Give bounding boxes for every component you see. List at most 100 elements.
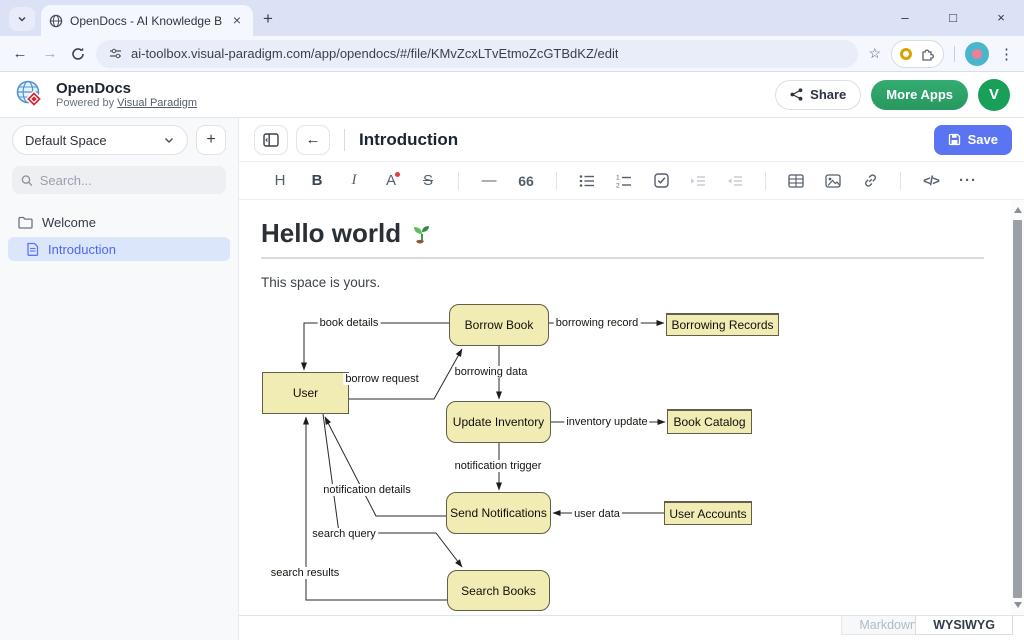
share-button[interactable]: Share [775,79,862,110]
diagram-node-update-inventory[interactable]: Update Inventory [446,401,551,443]
user-avatar[interactable]: V [978,78,1010,111]
space-selector[interactable]: Default Space [12,125,188,155]
powered-by-text: Powered by [56,96,115,109]
dataflow-diagram[interactable]: Borrow Book Borrowing Records User Updat… [261,296,791,615]
close-icon[interactable]: × [997,9,1005,25]
tree-item-introduction[interactable]: Introduction [8,237,230,261]
diagram-node-user[interactable]: User [262,372,349,414]
tree-item-label: Welcome [42,214,96,230]
editor-content[interactable]: Hello world This space is yours. [239,200,1024,615]
bookmark-star-icon[interactable]: ☆ [868,45,881,61]
sidebar-search[interactable] [12,166,226,194]
extension-ring-icon[interactable] [900,47,912,60]
edge-label-search-results: search results [268,567,342,579]
color-dot [395,171,400,177]
edge-notification-details [324,416,446,517]
indent-button[interactable] [687,170,709,192]
divider [556,171,557,190]
strikethrough-button[interactable]: S [422,172,433,189]
new-tab-button[interactable]: + [263,9,273,28]
horizontal-rule-button[interactable]: — [481,172,497,189]
edge-label-notification-details: notification details [321,484,413,496]
markdown-mode-button[interactable]: Markdown [841,616,935,635]
table-button[interactable] [785,170,807,192]
scroll-up-icon[interactable] [1014,207,1022,213]
url-input[interactable]: ai-toolbox.visual-paradigm.com/app/opend… [96,39,859,68]
browser-tab[interactable]: OpenDocs - AI Knowledge Base × [41,5,253,36]
diagram-node-search-books[interactable]: Search Books [447,570,550,611]
divider [954,45,955,62]
browser-menu-icon[interactable]: ⋮ [999,45,1014,63]
chevron-down-icon [165,138,173,143]
seedling-emoji [414,226,430,244]
svg-text:2: 2 [616,182,620,188]
code-block-button[interactable]: </> [923,173,940,188]
brand-block: OpenDocs Powered by Visual Paradigm [56,79,198,109]
bullet-list-button[interactable] [576,170,598,192]
edge-label-notification-trigger: notification trigger [452,460,544,472]
minimize-icon[interactable]: – [901,9,909,25]
tree-item-label: Introduction [48,241,116,257]
diagram-node-send-notifications[interactable]: Send Notifications [446,492,551,534]
divider [900,171,901,190]
browser-profile-avatar[interactable] [965,41,989,66]
edge-label-user-data: user data [572,508,622,520]
wysiwyg-mode-button[interactable]: WYSIWYG [915,616,1013,635]
search-input[interactable] [39,172,217,188]
text-color-button[interactable]: A [380,170,402,192]
document-tree: Welcome Introduction [0,210,238,261]
edge-search-results [303,416,447,601]
back-button[interactable]: ← [296,124,330,155]
tree-item-welcome[interactable]: Welcome [0,210,238,234]
save-button[interactable]: Save [933,124,1012,155]
edge-label-inventory-update: inventory update [564,416,650,428]
tab-search-button[interactable] [9,7,35,31]
toggle-sidebar-button[interactable] [254,124,288,155]
tab-title: OpenDocs - AI Knowledge Base [70,13,222,28]
search-icon [21,174,33,186]
svg-text:1: 1 [616,174,620,181]
opendocs-logo [16,80,43,108]
edge-label-borrow-request: borrow request [343,373,421,385]
diagram-node-book-catalog[interactable]: Book Catalog [667,409,752,434]
folder-icon [18,216,33,229]
site-settings-icon[interactable] [108,46,123,61]
blockquote-button[interactable]: 66 [518,172,534,189]
diagram-node-borrowing-records[interactable]: Borrowing Records [666,313,779,336]
diagram-node-borrow-book[interactable]: Borrow Book [449,304,549,346]
heading-button[interactable]: H [274,172,286,189]
reload-icon[interactable] [70,46,86,62]
sidebar: Default Space + Welcome Introduction [0,118,239,640]
extensions-puzzle-icon[interactable] [920,46,935,61]
more-tools-button[interactable]: ··· [959,172,977,189]
forward-icon[interactable]: → [42,45,58,62]
maximize-icon[interactable]: □ [949,9,957,25]
edge-label-search-query: search query [310,528,378,540]
diagram-node-user-accounts[interactable]: User Accounts [664,501,752,525]
task-list-button[interactable] [650,170,672,192]
outdent-button[interactable] [724,170,746,192]
bold-button[interactable]: B [311,172,323,189]
document-icon [27,242,39,256]
add-document-button[interactable]: + [196,125,226,155]
space-selector-label: Default Space [25,132,107,148]
editor-footer: Markdown WYSIWYG [239,615,1024,640]
app-name: OpenDocs [56,79,132,97]
link-button[interactable] [859,170,881,192]
edge-label-book-details: book details [317,317,381,329]
more-apps-button[interactable]: More Apps [871,79,968,110]
image-icon [825,173,841,188]
image-button[interactable] [822,170,844,192]
tab-close-icon[interactable]: × [232,11,242,28]
visual-paradigm-link[interactable]: Visual Paradigm [117,96,198,109]
back-icon[interactable]: ← [12,45,28,62]
edge-label-borrowing-data: borrowing data [452,366,530,378]
scroll-down-icon[interactable] [1014,602,1022,608]
scrollbar[interactable] [1011,200,1024,615]
divider [344,128,345,151]
scrollbar-thumb[interactable] [1013,220,1022,598]
italic-button[interactable]: I [351,172,357,188]
checkbox-icon [653,173,669,188]
